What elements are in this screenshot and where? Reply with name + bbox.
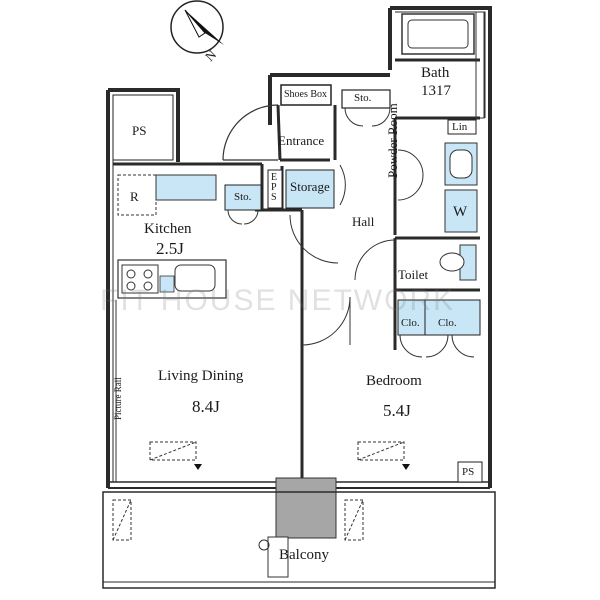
toilet-fixture: [439, 244, 477, 281]
kitchen-size-label: 2.5J: [156, 239, 184, 258]
linen-closet: [447, 119, 477, 135]
kitchen-label: Kitchen: [144, 221, 192, 237]
sto-entrance-label: Sto.: [354, 92, 372, 104]
picture-rail-label: Picture Rail: [113, 377, 123, 420]
eps-closet: [267, 169, 283, 209]
compass: [170, 0, 224, 54]
sto-kitchen-label: Sto.: [234, 191, 252, 203]
storage-closet: [285, 169, 335, 209]
washer-label: W: [453, 204, 468, 220]
balcony-outline: [102, 491, 496, 589]
compass-arrow-icon: [185, 10, 224, 45]
kitchen-counter-top: [155, 174, 217, 201]
balcony-void: [275, 477, 337, 539]
toilet-label: Toilet: [398, 267, 429, 282]
hall-label: Hall: [352, 214, 375, 229]
bath-label: Bath: [421, 65, 450, 81]
watermark: FIT HOUSE NETWORK: [100, 284, 456, 317]
bedroom-size-label: 5.4J: [383, 401, 411, 420]
washer: [444, 189, 478, 233]
bath-code-label: 1317: [421, 83, 451, 99]
entrance-door: [222, 104, 279, 161]
refrigerator: [117, 174, 157, 216]
balcony-label: Balcony: [279, 547, 329, 563]
eps-label: EPS: [271, 172, 278, 203]
powder-room-label: Powder Room: [385, 103, 400, 178]
kitchen-counter: [117, 259, 227, 299]
bathtub: [401, 13, 475, 55]
lin-label: Lin: [452, 121, 468, 133]
ps-bottom-label: PS: [462, 466, 475, 478]
storage-label: Storage: [290, 179, 330, 194]
exterior-walls: [106, 6, 492, 488]
clo1-label: Clo.: [401, 317, 420, 329]
shoes-box: [280, 84, 332, 106]
bedroom-closets: [397, 299, 481, 336]
ac-units: [149, 441, 405, 461]
living-dining-label: Living Dining: [158, 368, 244, 384]
entrance-label: Entrance: [278, 133, 325, 148]
living-dining-size-label: 8.4J: [192, 397, 220, 416]
refrigerator-label: R: [130, 189, 139, 204]
sto-kitchen-closet: [224, 184, 262, 211]
ps-top-label: PS: [132, 123, 147, 138]
clo2-label: Clo.: [438, 317, 457, 329]
bedroom-label: Bedroom: [366, 373, 422, 389]
sto-entrance-closet: [341, 89, 391, 109]
shoes-box-label: Shoes Box: [284, 89, 328, 100]
